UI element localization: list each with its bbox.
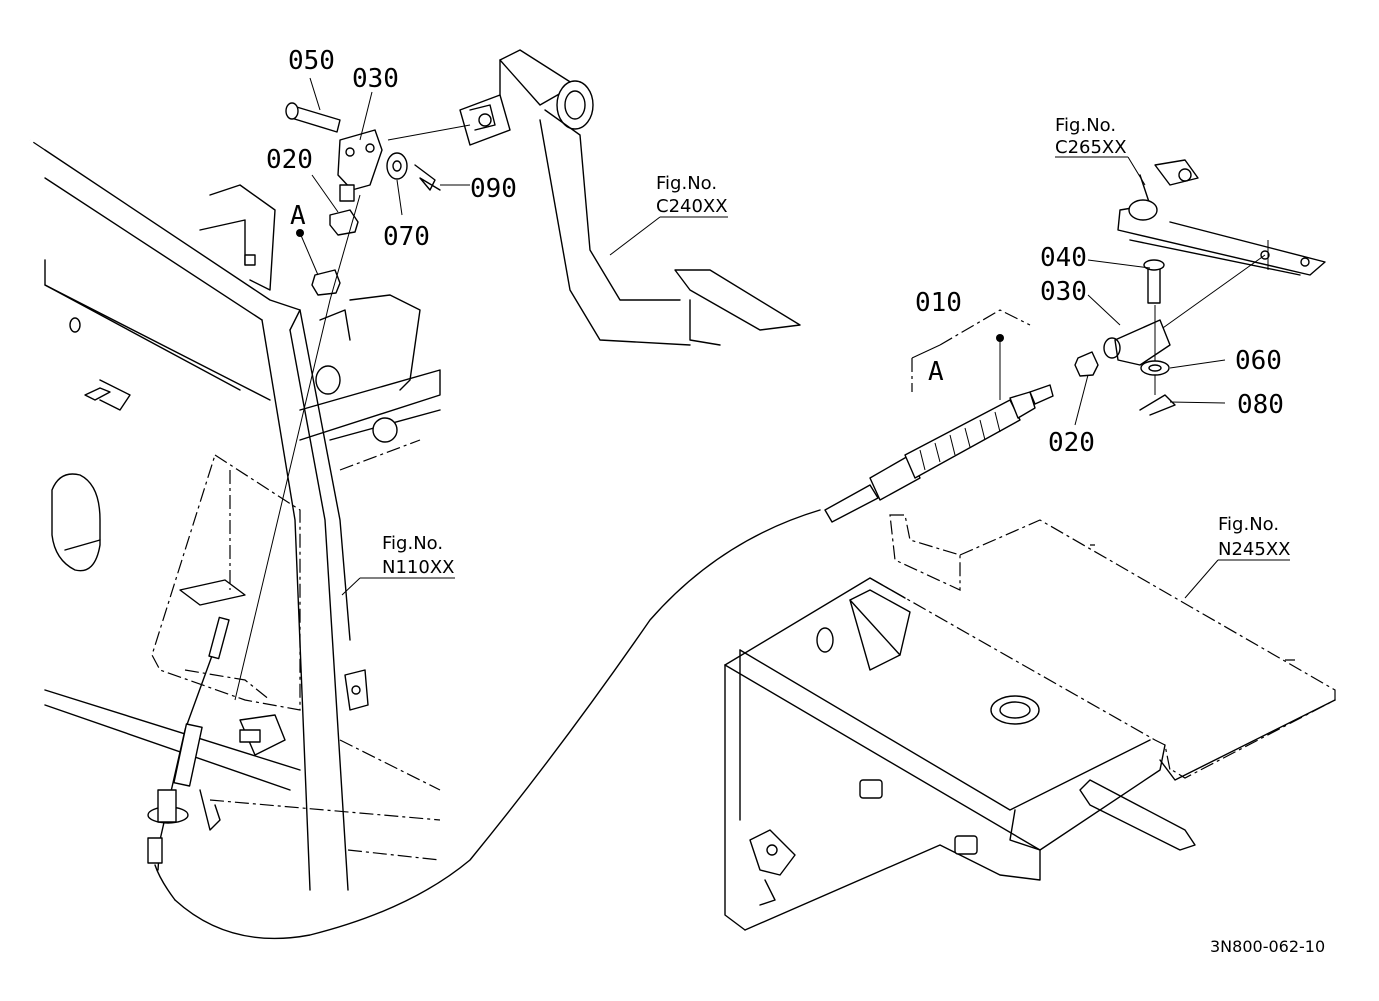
callout-020-right: 020 [1048, 428, 1095, 458]
callout-040: 040 [1040, 243, 1087, 273]
leader-lines [299, 77, 1290, 599]
cable-end-right [824, 309, 1054, 523]
left-frame-drawing [29, 139, 441, 891]
figref-c240-code: C240XX [656, 196, 728, 217]
callout-a-top: A [290, 201, 306, 231]
callout-050: 050 [288, 46, 335, 76]
callout-030-right: 030 [1040, 277, 1087, 307]
callout-080: 080 [1237, 390, 1284, 420]
control-cable [174, 509, 821, 940]
figref-c240-label: Fig.No. [656, 173, 717, 194]
drawing-code: 3N800-062-10 [1210, 937, 1325, 956]
figref-n245-code: N245XX [1218, 539, 1290, 560]
figref-n110-code: N110XX [382, 557, 454, 578]
right-arm-drawing [1074, 159, 1326, 416]
callout-070: 070 [383, 222, 430, 252]
callout-a-box: A [928, 357, 944, 387]
callout-020-top: 020 [266, 145, 313, 175]
right-box-drawing [724, 514, 1336, 931]
figref-c265-code: C265XX [1055, 137, 1127, 158]
figref-n245-label: Fig.No. [1218, 514, 1279, 535]
figref-c265-label: Fig.No. [1055, 115, 1116, 136]
callout-060: 060 [1235, 346, 1282, 376]
pedal-drawing [387, 49, 801, 346]
callout-030-top: 030 [352, 64, 399, 94]
callout-010: 010 [915, 288, 962, 318]
figref-n110-label: Fig.No. [382, 533, 443, 554]
callout-090: 090 [470, 174, 517, 204]
top-linkage-parts [234, 102, 441, 701]
cable-end-left [147, 616, 230, 901]
